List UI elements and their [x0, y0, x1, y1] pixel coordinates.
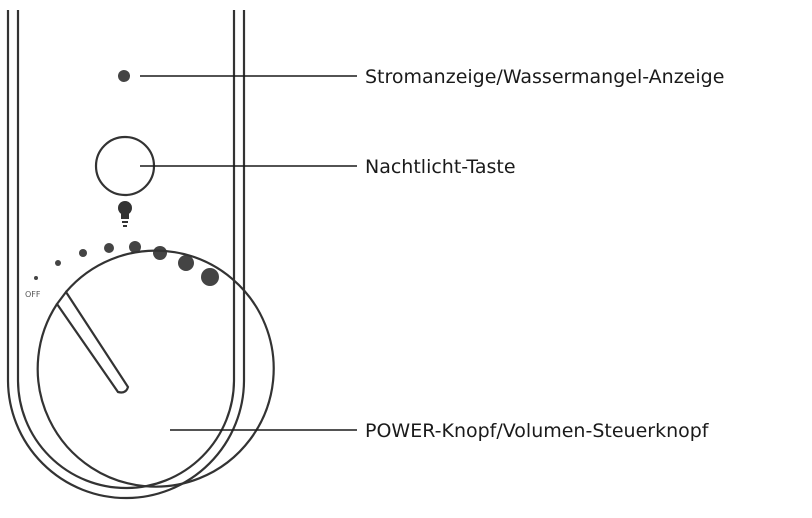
- device-body: [6, 10, 246, 500]
- label-power-indicator: Stromanzeige/Wassermangel-Anzeige: [365, 66, 724, 88]
- volume-dot-3: [79, 249, 87, 257]
- volume-scale: [34, 241, 219, 286]
- volume-dot-1: [34, 276, 38, 280]
- device-outline-outer: [6, 10, 246, 500]
- volume-dot-7: [178, 255, 194, 271]
- label-power-knob: POWER-Knopf/Volumen-Steuerknopf: [365, 420, 710, 442]
- volume-dot-2: [55, 260, 61, 266]
- power-indicator-led: [118, 70, 130, 82]
- label-night-light-button: Nachtlicht-Taste: [365, 156, 516, 178]
- knob-outline: [36, 249, 275, 488]
- knob-pointer: [55, 290, 130, 394]
- device-outline-inner: [16, 10, 236, 490]
- volume-dot-4: [104, 243, 114, 253]
- volume-dot-5: [129, 241, 141, 253]
- power-volume-knob[interactable]: [36, 249, 275, 488]
- volume-dot-6: [153, 246, 167, 260]
- volume-dot-8: [201, 268, 219, 286]
- light-bulb-icon: [118, 201, 132, 227]
- off-label: OFF: [25, 290, 41, 299]
